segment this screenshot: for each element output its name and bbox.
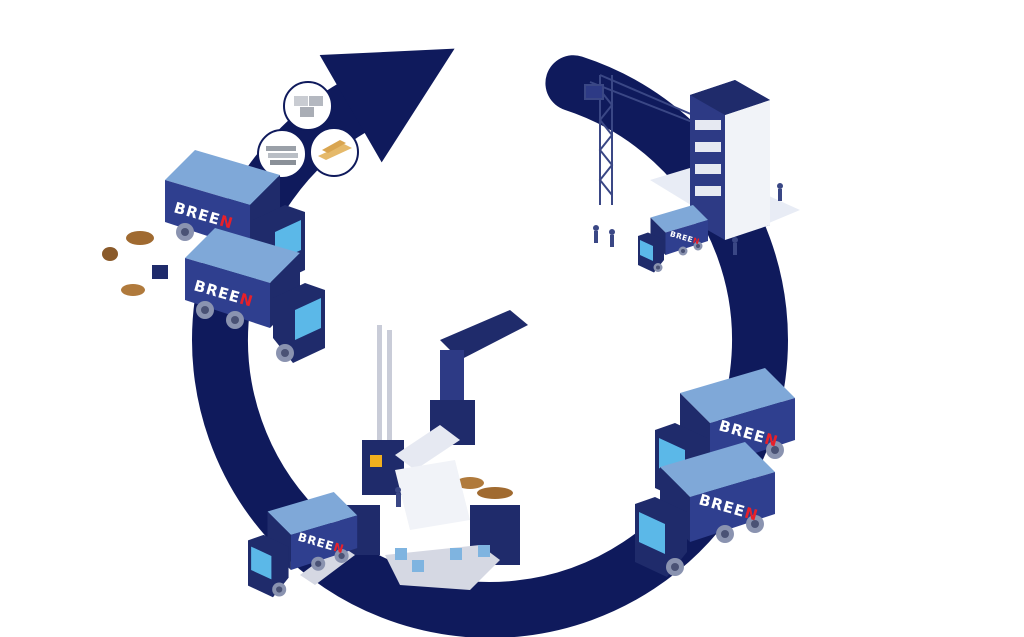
- logo-accent: N: [238, 290, 256, 311]
- waste-collection: [102, 231, 513, 499]
- logo-accent: N: [332, 540, 346, 556]
- steel-bars-icon: [257, 129, 307, 179]
- breen-truck: BREEN: [248, 492, 358, 598]
- material-icons: [257, 81, 359, 179]
- recycling-plant: [300, 310, 528, 590]
- breen-truck: BREEN: [638, 205, 708, 273]
- breen-truck: BREEN: [185, 228, 325, 363]
- workers: [593, 183, 783, 255]
- breen-truck: BREEN: [635, 442, 775, 577]
- concrete-blocks-icon: [283, 81, 333, 131]
- logo-accent: N: [763, 430, 781, 451]
- logo-accent: N: [218, 212, 236, 233]
- cycle-arrow-head: [319, 48, 455, 163]
- logo-accent: N: [692, 236, 701, 247]
- construction-site: [584, 74, 800, 255]
- logo-accent: N: [743, 504, 761, 525]
- timber-planks-icon: [309, 127, 359, 177]
- building: [690, 80, 770, 240]
- crane: [584, 74, 701, 205]
